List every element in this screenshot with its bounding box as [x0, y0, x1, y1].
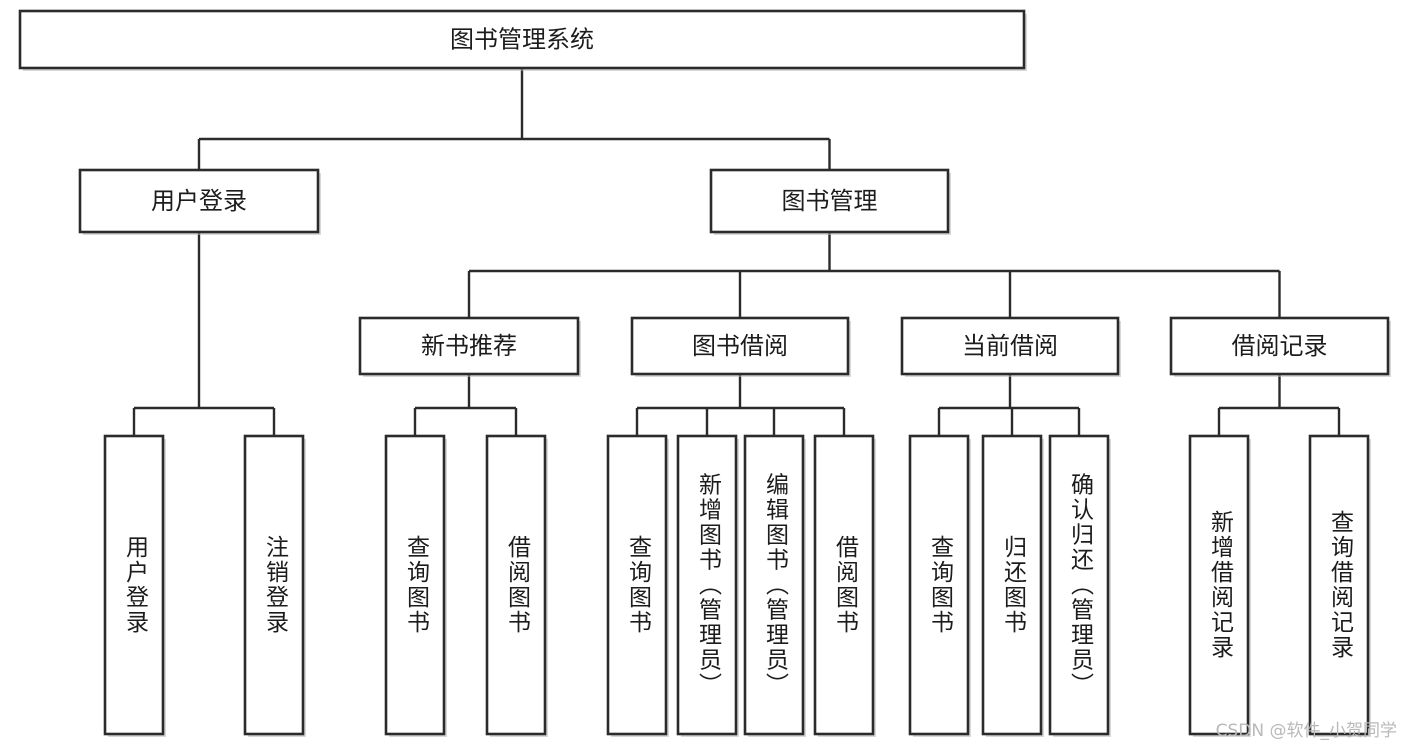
node-user-login[interactable]: 用户登录	[78, 168, 321, 235]
node-rect[interactable]	[384, 434, 446, 736]
node-label: 用户登录	[151, 187, 247, 215]
node-rect[interactable]	[1308, 434, 1370, 736]
node-label: 借阅记录	[1232, 332, 1328, 360]
node-rect[interactable]	[813, 434, 875, 736]
node-rect[interactable]	[1169, 316, 1390, 376]
node-leaf-user-login[interactable]: 用户登录	[103, 434, 166, 737]
node-label: 编辑图书（管理员）	[762, 473, 790, 698]
node-label: 查询图书	[927, 535, 955, 635]
node-label: 查询图书	[403, 535, 431, 635]
node-book-manage[interactable]: 图书管理	[709, 168, 951, 235]
node-book-borrow[interactable]: 图书借阅	[630, 316, 851, 377]
node-leaf-borrow-book-2[interactable]: 借阅图书	[813, 434, 876, 737]
node-label: 图书借阅	[692, 332, 788, 360]
node-rect[interactable]	[981, 434, 1043, 736]
node-rect[interactable]	[18, 9, 1026, 70]
node-leaf-add-record[interactable]: 新增借阅记录	[1188, 434, 1251, 737]
node-leaf-edit-book[interactable]: 编辑图书（管理员）	[743, 434, 806, 737]
node-rect[interactable]	[243, 434, 305, 736]
node-new-book-rec[interactable]: 新书推荐	[358, 316, 581, 377]
node-rect[interactable]	[676, 434, 738, 736]
node-root-图书管理系统[interactable]: 图书管理系统	[18, 9, 1027, 71]
node-rect[interactable]	[103, 434, 165, 736]
node-label: 用户登录	[122, 535, 150, 635]
node-rect[interactable]	[358, 316, 580, 376]
node-label: 借阅图书	[504, 535, 532, 635]
node-rect[interactable]	[630, 316, 850, 376]
node-leaf-logout[interactable]: 注销登录	[243, 434, 306, 737]
node-label: 确认归还（管理员）	[1067, 473, 1095, 698]
node-rect[interactable]	[709, 168, 950, 234]
node-rect[interactable]	[1048, 434, 1110, 736]
node-label: 注销登录	[262, 535, 290, 635]
node-current-borrow[interactable]: 当前借阅	[900, 316, 1121, 377]
node-rect[interactable]	[1188, 434, 1250, 736]
node-label: 新增借阅记录	[1207, 510, 1235, 660]
node-label: 新书推荐	[421, 332, 517, 360]
node-rect[interactable]	[606, 434, 668, 736]
node-rect[interactable]	[900, 316, 1120, 376]
node-leaf-query-book-2[interactable]: 查询图书	[606, 434, 669, 737]
watermark-text: CSDN @软件_小贺同学	[1215, 721, 1397, 741]
node-leaf-query-record[interactable]: 查询借阅记录	[1308, 434, 1371, 737]
node-boxes: 图书管理系统用户登录图书管理新书推荐图书借阅当前借阅借阅记录用户登录注销登录查询…	[18, 9, 1391, 737]
connector-lines	[128, 68, 1345, 444]
node-leaf-return-book[interactable]: 归还图书	[981, 434, 1044, 737]
node-rect[interactable]	[743, 434, 805, 736]
node-label: 当前借阅	[962, 332, 1058, 360]
node-label: 图书管理	[782, 187, 878, 215]
node-leaf-confirm-return[interactable]: 确认归还（管理员）	[1048, 434, 1111, 737]
node-label: 图书管理系统	[450, 26, 594, 54]
node-borrow-record[interactable]: 借阅记录	[1169, 316, 1391, 377]
node-label: 查询借阅记录	[1327, 510, 1355, 660]
node-leaf-query-book-1[interactable]: 查询图书	[384, 434, 447, 737]
node-label: 借阅图书	[832, 535, 860, 635]
node-rect[interactable]	[908, 434, 970, 736]
node-leaf-borrow-book-1[interactable]: 借阅图书	[485, 434, 548, 737]
node-label: 新增图书（管理员）	[695, 473, 723, 698]
node-leaf-query-book-3[interactable]: 查询图书	[908, 434, 971, 737]
node-label: 归还图书	[1000, 535, 1028, 635]
node-rect[interactable]	[78, 168, 320, 234]
node-rect[interactable]	[485, 434, 547, 736]
node-leaf-add-book[interactable]: 新增图书（管理员）	[676, 434, 739, 737]
node-label: 查询图书	[625, 535, 653, 635]
